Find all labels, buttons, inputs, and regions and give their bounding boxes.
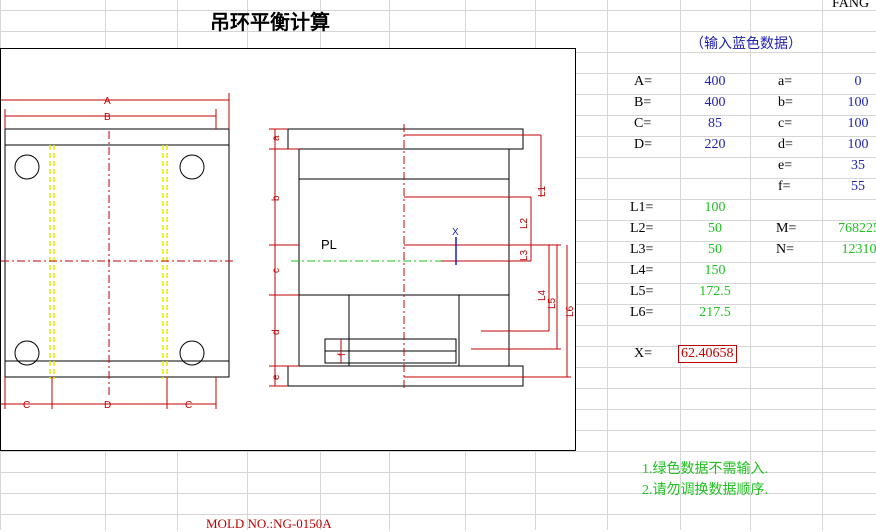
dim-label-c: c [271,268,282,273]
side-dim-labels: a b c d e f L1 L2 L3 L4 L5 L6 [271,135,576,380]
computed-label-0: L1= [630,200,654,215]
dim-label-e: e [271,374,282,380]
result-label: X= [634,346,653,361]
input-value-0[interactable]: 400 [704,74,726,89]
plate-outline [4,128,230,378]
input-right-label-5: f= [778,179,791,194]
dim-label-C-right: C [185,400,192,411]
corner-hole-br [179,340,205,366]
note-2: 2.请勿调换数据顺序. [642,483,768,498]
note-1: 1.绿色数据不需输入. [642,462,768,477]
computed-value-3: 150 [704,263,726,278]
input-right-label-4: e= [778,158,793,173]
header-partial: FANG [832,0,870,11]
input-right-value-2[interactable]: 100 [847,116,869,131]
dim-label-C-left: C [23,400,30,411]
dim-label-L5: L5 [547,297,558,309]
input-right-value-1[interactable]: 100 [847,95,869,110]
dim-label-L6: L6 [565,305,576,317]
input-right-label-0: a= [778,74,793,89]
input-label-3: D= [634,137,653,152]
corner-hole-bl [14,340,40,366]
dim-label-f: f [337,353,348,356]
mn-value-0: 768225 [838,221,876,236]
computed-label-5: L6= [630,305,654,320]
input-right-value-3[interactable]: 100 [847,137,869,152]
top-view [4,128,230,378]
input-right-label-3: d= [778,137,793,152]
dim-label-L1: L1 [537,185,548,197]
computed-value-5: 217.5 [699,305,731,320]
top-view-centerlines [1,131,235,397]
bottom-clamp-plate [287,365,524,387]
computed-label-1: L2= [630,221,654,236]
dim-label-L2: L2 [519,217,530,229]
computed-value-1: 50 [708,221,722,236]
mold-number: MOLD NO.:NG-0150A [206,516,332,531]
mold-drawing: A B C D C [0,48,576,451]
dim-label-a: a [271,135,282,141]
dim-label-L3: L3 [519,249,530,261]
dim-label-A: A [104,96,111,107]
side-view-dimensions [269,128,571,387]
dim-label-L4: L4 [537,289,548,301]
x-marker-label: X [452,227,459,238]
top-view-yellow-guides [49,145,168,379]
computed-label-2: L3= [630,242,654,257]
dim-label-B: B [104,112,111,123]
mn-value-1: 12310 [841,242,876,257]
top-view-dimensions [1,93,230,409]
input-value-3[interactable]: 220 [704,137,726,152]
top-clamp-plate [287,128,524,150]
dim-label-d: d [271,329,282,335]
pl-label: PL [321,237,337,252]
mn-label-1: N= [776,242,795,257]
input-right-value-5[interactable]: 55 [851,179,865,194]
computed-value-0: 100 [704,200,726,215]
result-x-cell[interactable]: 62.40658 [678,345,737,363]
sheet-title: 吊环平衡计算 [210,10,330,34]
dim-label-b: b [271,195,282,201]
side-view [287,128,524,387]
input-right-value-0[interactable]: 0 [854,74,862,89]
input-hint: （输入蓝色数据） [690,37,802,52]
drawing-canvas: A B C D C [1,93,576,411]
input-right-label-1: b= [778,95,793,110]
input-label-0: A= [634,74,653,89]
input-value-2[interactable]: 85 [708,116,722,131]
dim-label-D: D [104,400,111,411]
input-value-1[interactable]: 400 [704,95,726,110]
corner-hole-tr [179,154,205,180]
input-label-1: B= [634,95,652,110]
computed-value-4: 172.5 [699,284,731,299]
computed-label-3: L4= [630,263,654,278]
corner-hole-tl [14,154,40,180]
input-label-2: C= [634,116,652,131]
input-right-label-2: c= [778,116,793,131]
computed-label-4: L5= [630,284,654,299]
mn-label-0: M= [776,221,797,236]
input-right-value-4[interactable]: 35 [851,158,865,173]
computed-value-2: 50 [708,242,722,257]
